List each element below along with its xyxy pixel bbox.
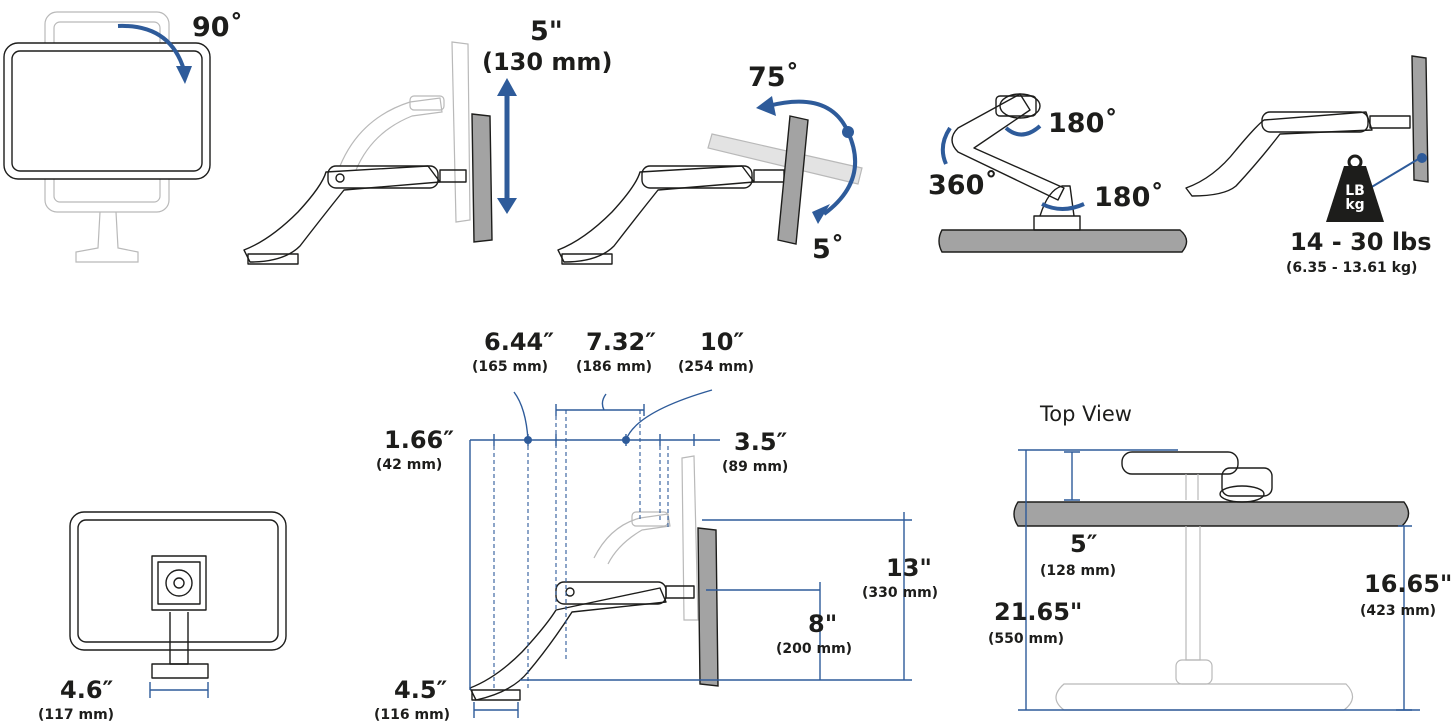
dim-35-label: 3.5″ xyxy=(734,428,788,456)
dim-166-mm-label: (42 mm) xyxy=(376,457,443,473)
side-dimension-illustration xyxy=(469,389,912,718)
tilt-up-label: 75˚ xyxy=(748,62,800,93)
dim-644-mm-label: (165 mm) xyxy=(472,359,549,375)
swivel-label: 360˚ xyxy=(928,170,998,201)
dim-45-mm-label: (116 mm) xyxy=(374,707,451,723)
tilt-illustration xyxy=(557,96,863,265)
dim-8-mm-label: (200 mm) xyxy=(776,641,853,657)
dim-46-mm-label: (117 mm) xyxy=(38,707,115,723)
dim-45-label: 4.5″ xyxy=(394,676,448,704)
weight-capacity-label: 14 - 30 lbs xyxy=(1290,228,1432,256)
weight-capacity-kg-label: (6.35 - 13.61 kg) xyxy=(1286,260,1418,276)
weight-icon-lb: LB xyxy=(1345,183,1365,199)
dim-13-mm-label: (330 mm) xyxy=(862,585,939,601)
dim-1665-mm-label: (423 mm) xyxy=(1360,603,1437,619)
rotation-label: 90˚ xyxy=(192,12,244,43)
top-view-title: Top View xyxy=(1040,402,1132,426)
weight-icon xyxy=(1326,166,1384,222)
tilt-down-arrow-icon xyxy=(812,204,830,224)
dim-732-label: 7.32″ xyxy=(586,328,656,356)
up-arrow-icon xyxy=(497,78,517,96)
dim-2165-mm-label: (550 mm) xyxy=(988,631,1065,647)
top-view-illustration xyxy=(1013,449,1420,711)
weight-illustration xyxy=(1185,55,1429,222)
swivel-illustration xyxy=(938,93,1188,253)
rotation-arrow-icon xyxy=(176,66,192,84)
dim-732-mm-label: (186 mm) xyxy=(576,359,653,375)
back-view-illustration xyxy=(69,511,287,698)
pan-bottom-label: 180˚ xyxy=(1094,182,1164,213)
dim-5-mm-label: (128 mm) xyxy=(1040,563,1117,579)
dim-10-label: 10″ xyxy=(700,328,745,356)
dim-166-label: 1.66″ xyxy=(384,426,454,454)
dim-35-mm-label: (89 mm) xyxy=(722,459,789,475)
tilt-up-arrow-icon xyxy=(756,96,776,116)
down-arrow-icon xyxy=(497,198,517,214)
dim-5-label: 5″ xyxy=(1070,530,1098,558)
dim-8-label: 8" xyxy=(808,610,838,638)
dim-644-label: 6.44″ xyxy=(484,328,554,356)
tilt-down-label: 5˚ xyxy=(812,234,845,265)
weight-icon-kg: kg xyxy=(1345,197,1365,213)
dim-13-label: 13" xyxy=(886,554,932,582)
dim-1665-label: 16.65" xyxy=(1364,570,1453,598)
pan-top-label: 180˚ xyxy=(1048,108,1118,139)
height-illustration xyxy=(243,41,517,265)
dim-10-mm-label: (254 mm) xyxy=(678,359,755,375)
dim-2165-label: 21.65" xyxy=(994,598,1083,626)
height-label: 5" xyxy=(530,16,563,47)
rotation-illustration xyxy=(3,11,211,263)
height-mm-label: (130 mm) xyxy=(482,48,613,76)
dim-46-label: 4.6″ xyxy=(60,676,114,704)
